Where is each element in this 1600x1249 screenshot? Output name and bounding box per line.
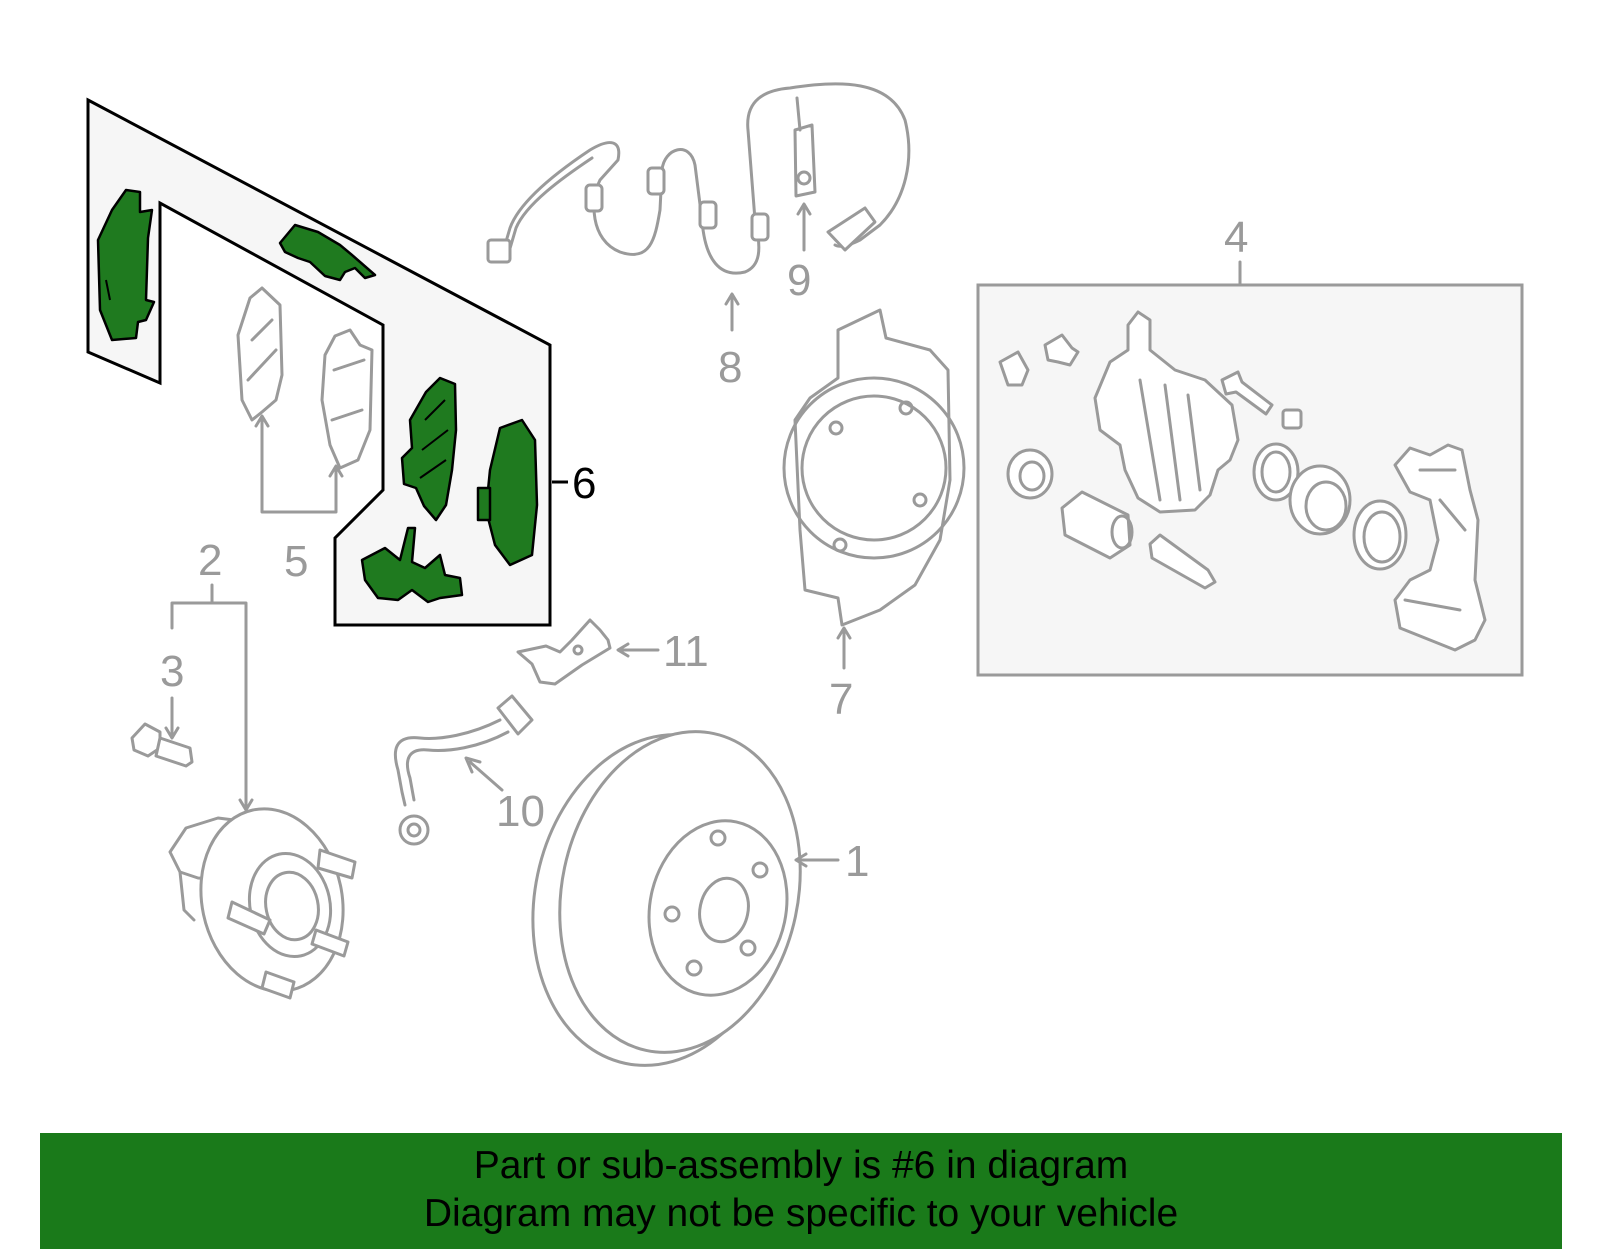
brake-rotor[interactable]: [503, 709, 829, 1089]
callout-2-leader: [170, 583, 254, 812]
callout-3-leader: [164, 696, 180, 740]
callout-2[interactable]: 2: [198, 536, 222, 585]
pad-kit-panel: [86, 97, 552, 627]
brake-pad-gray-left[interactable]: [236, 286, 284, 422]
callout-7-leader: [836, 626, 852, 670]
callout-9[interactable]: 9: [787, 256, 811, 305]
hose-bracket[interactable]: [516, 618, 612, 686]
pad-hardware-clip-bottom[interactable]: [360, 526, 464, 604]
callout-11-leader: [616, 642, 660, 658]
callout-4[interactable]: 4: [1224, 213, 1248, 262]
parts-diagram: 6 5 8 9 7 4: [86, 82, 1524, 1089]
callout-10-leader: [464, 756, 504, 792]
callout-3[interactable]: 3: [160, 647, 184, 696]
callout-1-leader: [794, 852, 840, 868]
callout-7[interactable]: 7: [829, 675, 853, 724]
info-banner: Part or sub-assembly is #6 in diagram Di…: [40, 1133, 1562, 1249]
brake-pad-outer-right[interactable]: [476, 418, 539, 567]
callout-6[interactable]: 6: [572, 459, 596, 508]
brake-pad-gray-right[interactable]: [320, 328, 374, 470]
brake-pad-outer-left[interactable]: [96, 188, 156, 342]
caliper-assembly-box[interactable]: [976, 283, 1524, 677]
brake-pad-inner-center[interactable]: [400, 376, 458, 522]
brake-pad-clip-top[interactable]: [278, 223, 377, 282]
callout-1[interactable]: 1: [845, 837, 869, 886]
hub-bolt[interactable]: [130, 722, 194, 768]
callout-5[interactable]: 5: [284, 537, 308, 586]
callout-8[interactable]: 8: [718, 343, 742, 392]
callout-5-leader: [254, 414, 344, 514]
dust-shield[interactable]: [782, 308, 966, 627]
brake-hose[interactable]: [393, 694, 534, 846]
wheel-hub-bearing[interactable]: [168, 795, 360, 1004]
callout-8-leader: [724, 292, 740, 332]
callout-9-leader: [796, 202, 812, 252]
abs-sensor-harness[interactable]: [486, 82, 911, 275]
callout-11[interactable]: 11: [663, 627, 709, 676]
callout-10[interactable]: 10: [496, 787, 545, 836]
banner-line-2: Diagram may not be specific to your vehi…: [423, 1192, 1179, 1235]
banner-line-1: Part or sub-assembly is #6 in diagram: [473, 1144, 1129, 1187]
